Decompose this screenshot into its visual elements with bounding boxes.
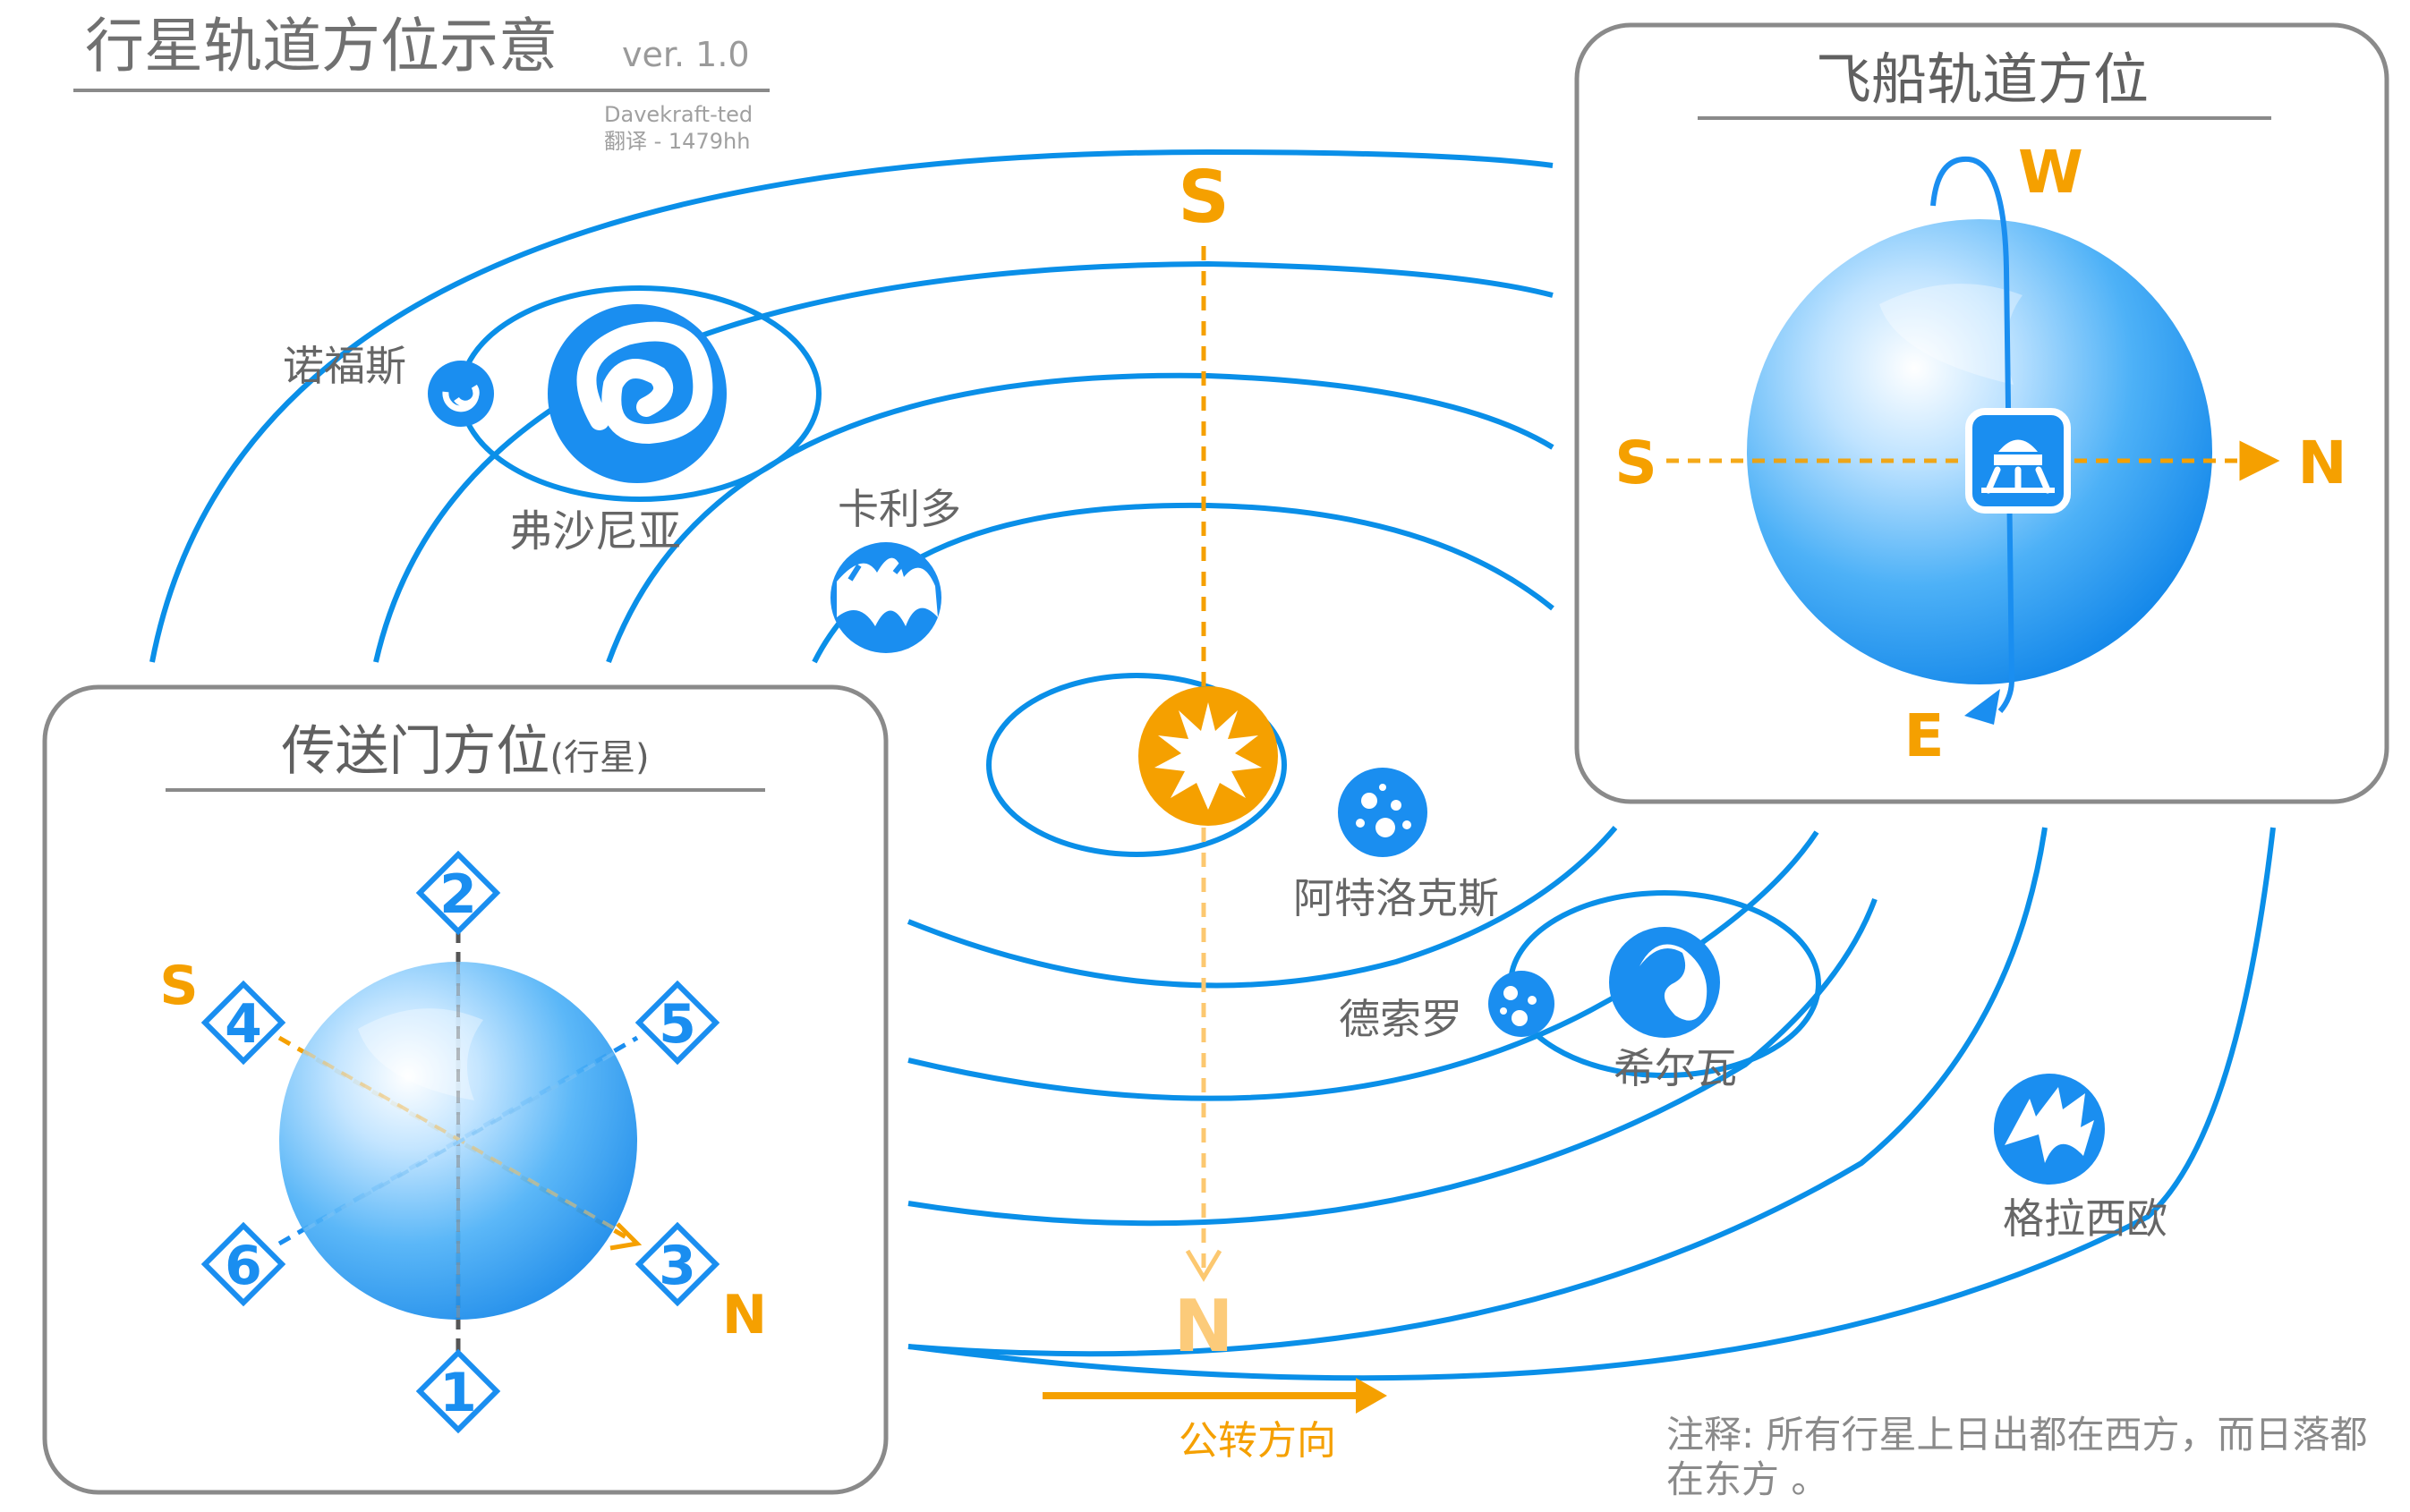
portal-dir-north: N [722,1284,767,1346]
desolo-label: 德索罗 [1339,995,1462,1043]
ship-dir-west: W [2018,138,2083,207]
ship-planet-highlight [1879,284,2023,385]
portal-badge-2: 2 [415,850,501,936]
desolo-icon [1488,971,1554,1037]
credit-translator: 翻译 - 1479hh [604,129,750,154]
page-title: 行星轨道方位示意 [85,12,558,81]
portal-panel-title-suffix: (行星) [549,737,649,778]
credit-author: Davekraft-ted [604,102,753,127]
norfs-icon [428,361,494,427]
calidor-label: 卡利多 [838,485,961,533]
orbits [149,149,2276,1381]
orbit-glacio-lower-a [907,827,2048,1357]
portal-badge-6-label: 6 [225,1235,262,1297]
norfs-label: 诺福斯 [283,342,406,390]
glacio-label: 格拉西欧 [2003,1194,2167,1243]
portal-badge-1: 1 [415,1348,501,1434]
sun-icon [1138,686,1278,826]
portal-badge-6: 6 [200,1221,286,1307]
portal-badge-3-label: 3 [659,1235,696,1297]
ship-panel-title: 飞船轨道方位 [1816,47,2149,112]
portal-badge-4-label: 4 [225,993,262,1056]
calidor-icon [830,542,941,653]
portal-badge-3: 3 [634,1221,720,1307]
note-line-1: 注释: 所有行星上日出都在西方，而日落都 [1666,1413,2368,1457]
portal-dir-south: S [159,955,198,1017]
portal-badge-1-label: 1 [439,1362,477,1424]
spaceship-icon [1965,408,2071,514]
orbit-2 [606,372,1554,664]
portal-badge-5-label: 5 [659,993,696,1056]
orbit-1 [373,260,1554,663]
atrox-label: 阿特洛克斯 [1293,874,1499,922]
orbit-3-lower [907,826,1618,989]
portal-panel-title-main: 传送门方位 [281,720,549,783]
orbit-2-lower [907,830,1819,1101]
revolution-label: 公转方向 [1179,1418,1336,1464]
axis-north-label: N [1174,1285,1234,1368]
portal-badge-4: 4 [200,980,286,1066]
portal-planet-highlight [358,1008,483,1100]
ship-orbit-arrowhead [1964,689,2000,725]
orbit-1-lower [907,897,1878,1227]
fusanya-label: 弗沙尼亚 [509,506,681,556]
revolution-arrowhead [1356,1378,1387,1414]
ship-dir-south: S [1614,429,1657,497]
ship-orbit-arrow [1930,156,2015,713]
portal-badge-5: 5 [634,980,720,1066]
axis-south-label: S [1178,156,1230,239]
silva-label: 希尔瓦 [1614,1044,1737,1092]
fusanya-icon [548,304,727,483]
portal-panel-title: 传送门方位(行星) [281,720,649,783]
portal-north-arrowhead [609,1222,643,1251]
atrox-icon [1338,768,1427,857]
portal-badge-2-label: 2 [439,863,477,926]
orbit-glacio-lower-b [907,827,2276,1381]
silva-icon [1609,927,1720,1038]
axis-arrowhead [1185,1249,1222,1282]
orbit-inner [986,673,1287,857]
version-label: ver. 1.0 [622,35,750,74]
ship-panel: 飞船轨道方位 W S N E [1574,22,2389,804]
ship-dir-north: N [2297,429,2346,497]
note-line-2: 在东方 。 [1666,1457,1828,1501]
ship-dir-east: E [1903,701,1944,770]
portal-panel: 传送门方位(行星) 2 1 4 [42,684,889,1495]
portal-axes-front [303,962,618,1320]
glacio-icon [1994,1074,2105,1185]
orbit-glacio [149,149,1554,663]
